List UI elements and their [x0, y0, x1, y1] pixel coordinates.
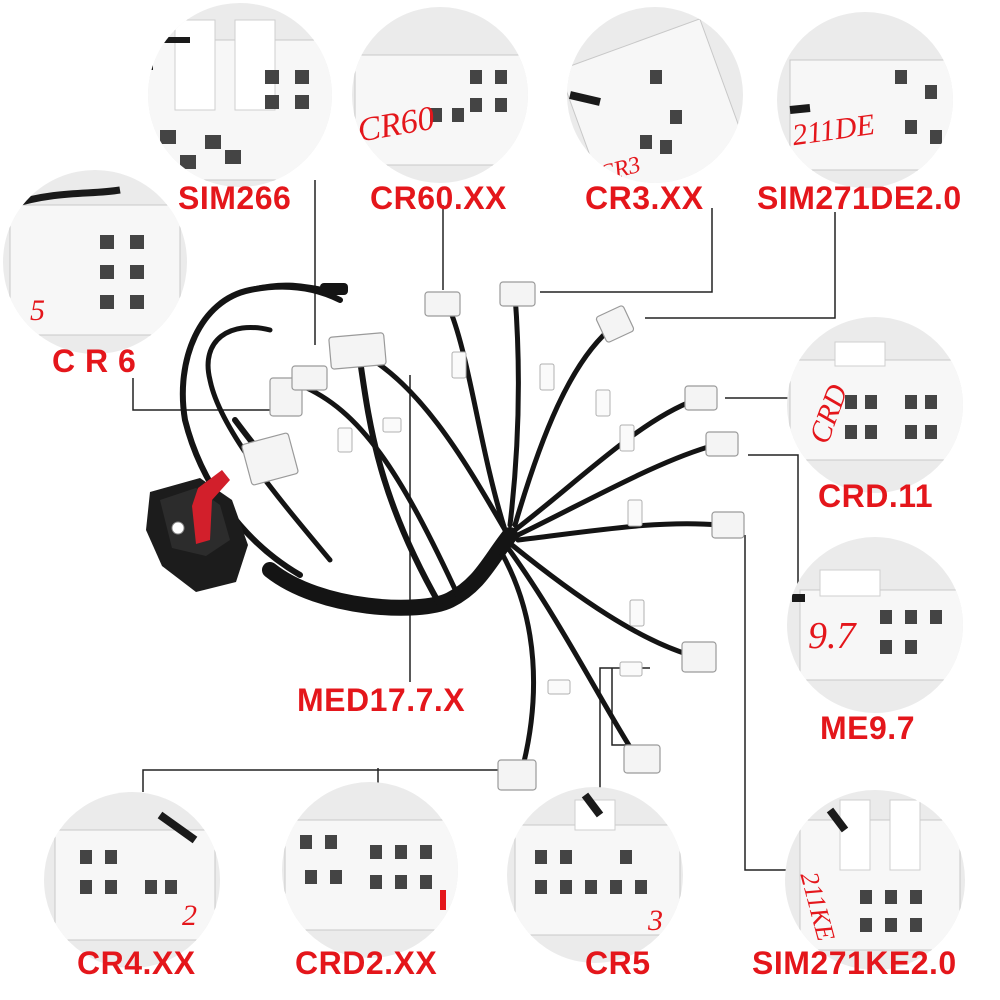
zoom-me97: 9.7	[787, 537, 963, 713]
cable-to-cr5-b	[505, 545, 638, 758]
label-crd2: CRD2.XX	[295, 945, 438, 981]
leader-cr6	[132, 378, 295, 411]
cable-to-cr3	[507, 292, 521, 528]
tag-8	[619, 661, 643, 677]
pigtail-plug	[320, 283, 348, 295]
plug-me97	[705, 431, 739, 457]
cable-to-sim271de	[512, 322, 618, 528]
cable-to-me97	[515, 442, 718, 538]
tag-9	[382, 417, 402, 433]
cable-to-crd11	[512, 397, 698, 533]
leader-sim271ke	[744, 535, 790, 871]
zoom-crd2	[282, 782, 458, 958]
zoom-sim271de: 211DE	[777, 12, 953, 188]
zoom-sim266	[148, 3, 332, 187]
leader-cr5	[599, 667, 650, 798]
cable-to-med177	[357, 357, 443, 608]
red-clip	[192, 470, 230, 544]
cable-to-sim271ke	[515, 521, 723, 543]
connector-screw	[171, 521, 185, 535]
tag-10	[337, 427, 353, 453]
zoom-cr4: 2	[44, 792, 220, 968]
plug-crd11	[684, 385, 718, 411]
cable-to-cr4	[497, 547, 536, 773]
zoom-cr5: 3	[507, 787, 683, 963]
plug-cr3	[499, 281, 536, 307]
leader-cr4	[142, 769, 505, 792]
label-cr5: CR5	[585, 945, 651, 981]
tag-2	[539, 363, 555, 391]
plug-sim271ke	[711, 511, 745, 539]
cable-top-pigtail	[247, 282, 328, 293]
label-sim266: SIM266	[178, 180, 292, 216]
harness-connectors	[241, 281, 745, 791]
handwritten-cr5: 3	[647, 904, 663, 937]
cable-tags	[337, 351, 645, 695]
plug-sim266	[328, 332, 387, 370]
leader-cr5-b	[611, 668, 630, 746]
leader-cr3	[540, 208, 713, 293]
label-med177: MED17.7.X	[297, 682, 466, 718]
label-crd11: CRD.11	[818, 478, 934, 514]
label-sim271ke: SIM271KE2.0	[752, 945, 957, 981]
leader-lines	[132, 180, 836, 871]
plug-cr6-b	[291, 365, 328, 391]
zoom-sim271ke: 211KE	[785, 790, 965, 970]
tag-1	[451, 351, 467, 379]
label-cr6: C R 6	[52, 343, 137, 379]
label-cr60: CR60.XX	[370, 180, 507, 216]
plug-cr4	[497, 759, 537, 791]
cable-loop-2	[205, 324, 333, 563]
cable-to-cr6	[297, 382, 463, 603]
tag-5	[627, 499, 643, 527]
label-cr4: CR4.XX	[77, 945, 196, 981]
label-sim271de: SIM271DE2.0	[757, 180, 962, 216]
tag-7	[547, 679, 571, 695]
label-me97: ME9.7	[820, 710, 915, 746]
leader-sim271de	[645, 212, 836, 319]
label-cr3: CR3.XX	[585, 180, 704, 216]
zoom-crd11: CRD	[787, 317, 963, 493]
cable-to-cr5-a	[509, 542, 693, 658]
zoom-cr60: CR60	[352, 7, 528, 183]
tag-3	[595, 389, 611, 417]
cable-to-cr60	[447, 307, 508, 533]
handwritten-cr6: 5	[30, 294, 45, 327]
handwritten-me97: 9.7	[808, 615, 858, 657]
tag-4	[619, 424, 635, 452]
handwritten-cr4: 2	[182, 899, 197, 932]
plug-cr5-a	[681, 641, 717, 673]
plug-sim271de	[595, 305, 635, 343]
tag-6	[629, 599, 645, 627]
ecu-connector	[146, 470, 248, 592]
leader-me97	[748, 454, 799, 598]
main-trunk	[262, 527, 518, 616]
plug-cr5-b	[623, 744, 661, 774]
plug-cr60	[424, 291, 461, 317]
zoom-cr6: 5	[3, 170, 187, 354]
plug-side	[241, 432, 299, 486]
